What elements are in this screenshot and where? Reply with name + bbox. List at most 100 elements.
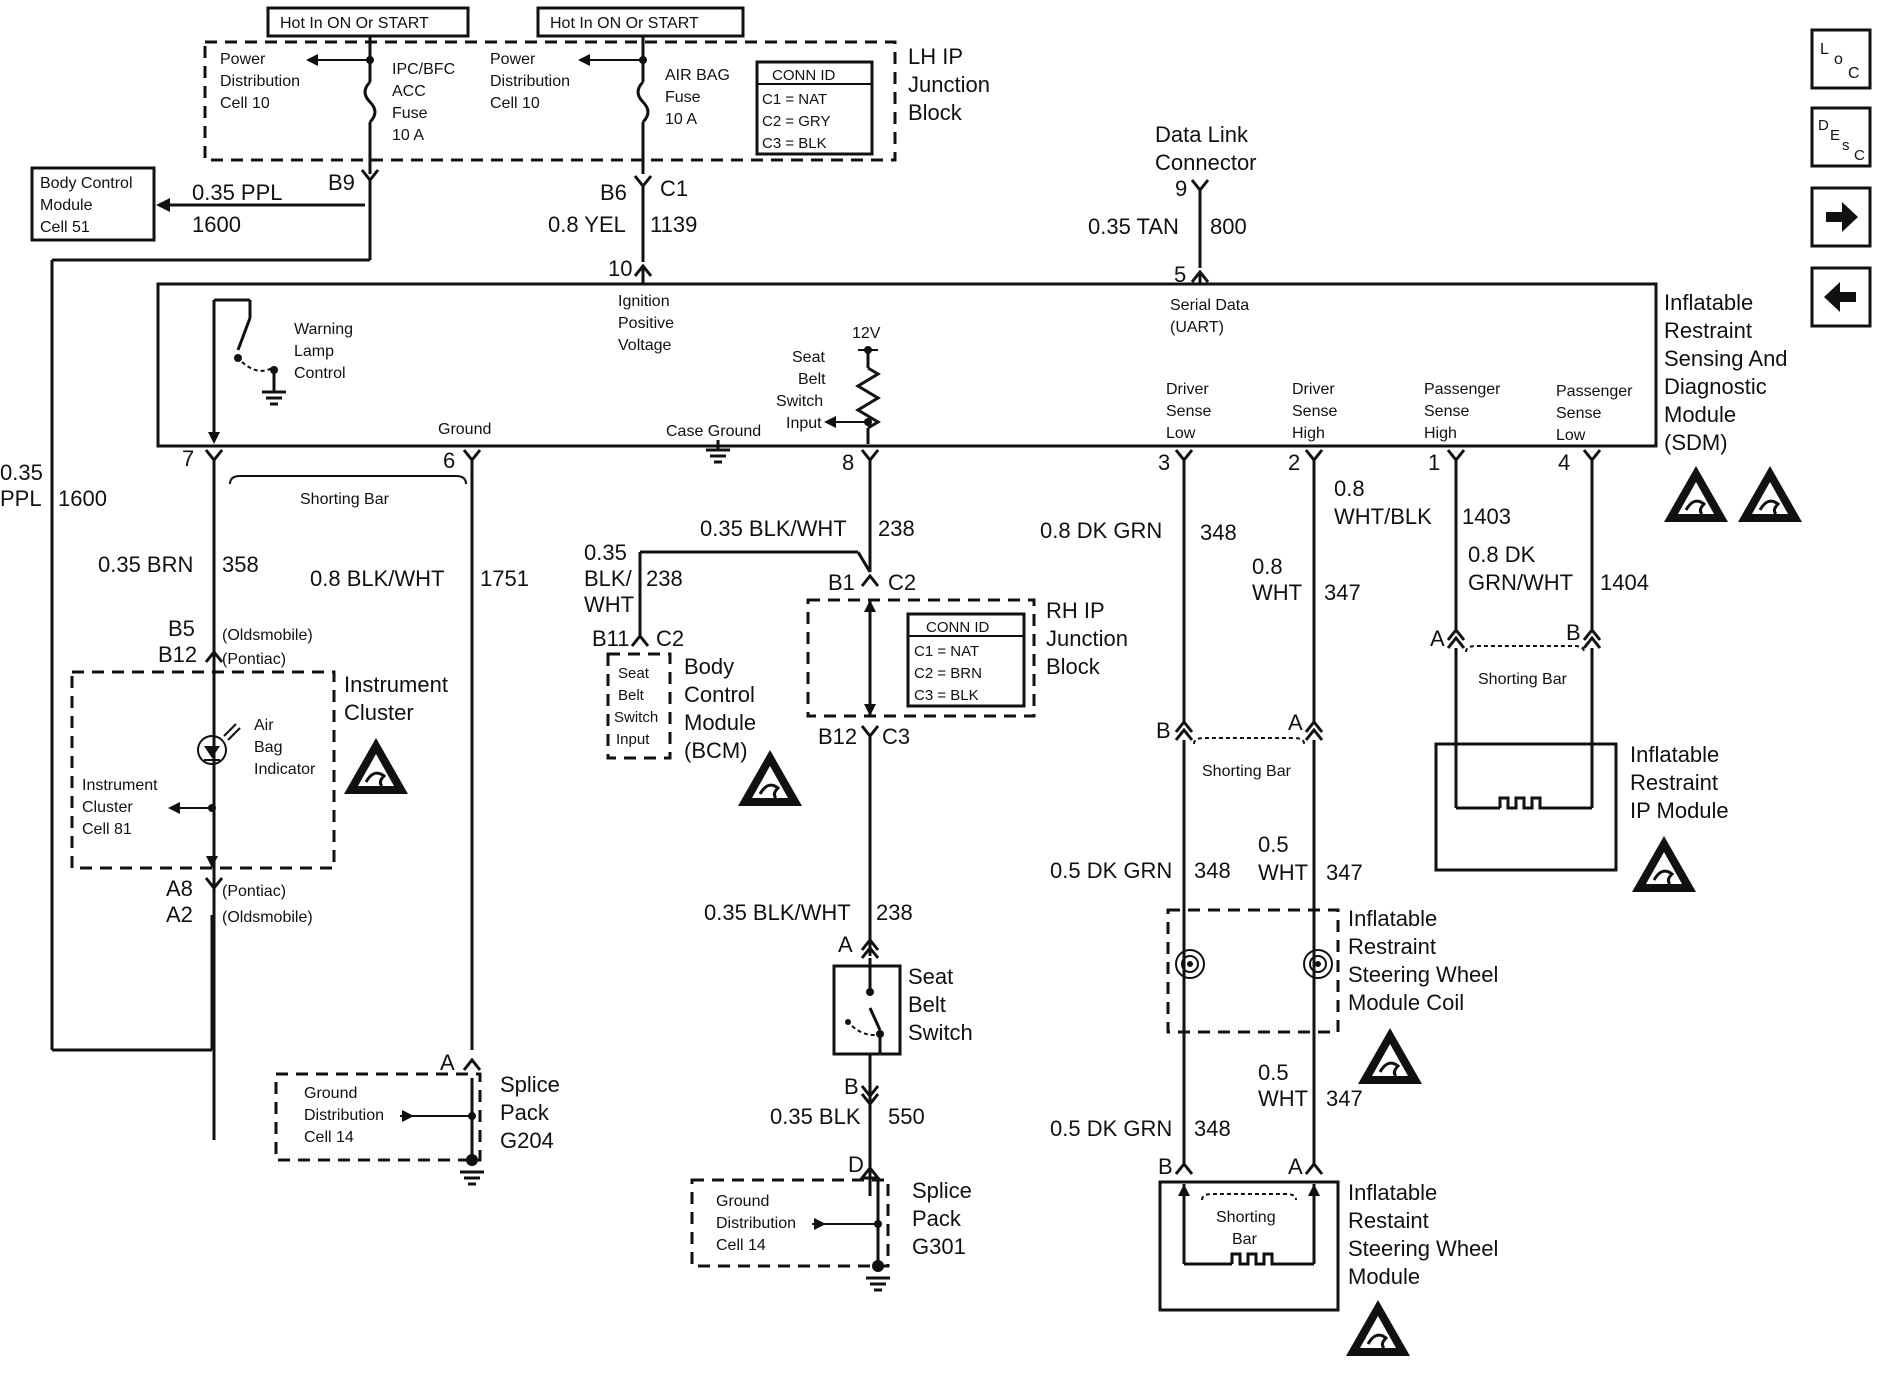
svg-text:Instrument: Instrument xyxy=(344,672,448,697)
svg-text:B: B xyxy=(844,1074,859,1099)
svg-text:0.5: 0.5 xyxy=(1258,1060,1289,1085)
svg-text:C: C xyxy=(1854,147,1865,164)
svg-text:Inflatable: Inflatable xyxy=(1348,906,1437,931)
svg-text:Fuse: Fuse xyxy=(665,89,701,106)
svg-text:BLK/: BLK/ xyxy=(584,566,633,591)
svg-text:Input: Input xyxy=(616,731,650,748)
desc-button[interactable]: D E s C xyxy=(1810,106,1872,168)
svg-text:A: A xyxy=(440,1050,455,1075)
svg-text:1404: 1404 xyxy=(1600,570,1649,595)
svg-text:LH IP: LH IP xyxy=(908,44,963,69)
svg-text:10 A: 10 A xyxy=(665,111,697,128)
svg-text:C2: C2 xyxy=(656,626,684,651)
svg-text:Cell 51: Cell 51 xyxy=(40,219,90,236)
svg-text:238: 238 xyxy=(876,900,913,925)
svg-text:Bag: Bag xyxy=(254,739,282,756)
svg-text:Steering Wheel: Steering Wheel xyxy=(1348,962,1498,987)
svg-text:5: 5 xyxy=(1174,262,1186,287)
svg-text:Low: Low xyxy=(1556,427,1586,444)
svg-text:B12: B12 xyxy=(158,642,197,667)
svg-text:Ground: Ground xyxy=(304,1085,357,1102)
svg-text:(SDM): (SDM) xyxy=(1664,430,1728,455)
svg-text:0.35 BLK/WHT: 0.35 BLK/WHT xyxy=(700,516,847,541)
svg-text:Body Control: Body Control xyxy=(40,175,133,192)
svg-text:High: High xyxy=(1292,425,1325,442)
svg-text:7: 7 xyxy=(182,446,194,471)
svg-text:800: 800 xyxy=(1210,214,1247,239)
svg-text:o: o xyxy=(1834,51,1843,68)
next-page-button[interactable] xyxy=(1810,186,1872,248)
svg-text:Body: Body xyxy=(684,654,734,679)
esd-warning-icon xyxy=(1662,464,1730,524)
svg-text:AIR BAG: AIR BAG xyxy=(665,67,730,84)
svg-text:Cell 14: Cell 14 xyxy=(304,1129,354,1146)
svg-text:(Pontiac): (Pontiac) xyxy=(222,883,286,900)
svg-text:0.35 BLK/WHT: 0.35 BLK/WHT xyxy=(704,900,851,925)
svg-text:Pack: Pack xyxy=(500,1100,550,1125)
ip-module-box xyxy=(1434,742,1618,872)
svg-text:Instrument: Instrument xyxy=(82,777,158,794)
svg-text:Ignition: Ignition xyxy=(618,293,670,310)
svg-text:B9: B9 xyxy=(328,170,355,195)
svg-text:Lamp: Lamp xyxy=(294,343,334,360)
svg-text:Passenger: Passenger xyxy=(1424,381,1501,398)
splice-pack-g204 xyxy=(274,1072,482,1162)
svg-text:E: E xyxy=(1830,127,1840,144)
conn-id-table-lh xyxy=(755,60,874,156)
svg-text:Shorting Bar: Shorting Bar xyxy=(1202,763,1292,780)
svg-text:WHT: WHT xyxy=(584,592,634,617)
svg-text:0.8 DK: 0.8 DK xyxy=(1468,542,1536,567)
svg-text:Sense: Sense xyxy=(1292,403,1337,420)
svg-text:A: A xyxy=(1288,710,1303,735)
prev-page-button[interactable] xyxy=(1810,266,1872,328)
svg-text:Distribution: Distribution xyxy=(490,73,570,90)
svg-text:(UART): (UART) xyxy=(1170,319,1224,336)
svg-text:Shorting: Shorting xyxy=(1216,1209,1276,1226)
svg-text:C3 = BLK: C3 = BLK xyxy=(762,135,827,152)
hot-in-label-2 xyxy=(536,6,745,38)
svg-text:IPC/BFC: IPC/BFC xyxy=(392,61,455,78)
svg-text:Sense: Sense xyxy=(1424,403,1469,420)
loc-button[interactable]: L o C xyxy=(1810,28,1872,90)
svg-text:(Oldsmobile): (Oldsmobile) xyxy=(222,627,313,644)
svg-text:Module: Module xyxy=(1664,402,1736,427)
svg-text:A8: A8 xyxy=(166,876,193,901)
svg-text:B: B xyxy=(1158,1154,1173,1179)
svg-text:347: 347 xyxy=(1326,860,1363,885)
svg-text:Cluster: Cluster xyxy=(344,700,414,725)
svg-text:Cell 10: Cell 10 xyxy=(220,95,270,112)
svg-text:G204: G204 xyxy=(500,1128,554,1153)
svg-text:WHT: WHT xyxy=(1252,580,1302,605)
svg-text:8: 8 xyxy=(842,450,854,475)
svg-text:Input: Input xyxy=(786,415,822,432)
svg-text:Block: Block xyxy=(1046,654,1101,679)
svg-text:C2 = BRN: C2 = BRN xyxy=(914,665,982,682)
svg-text:9: 9 xyxy=(1175,176,1187,201)
svg-text:Inflatable: Inflatable xyxy=(1630,742,1719,767)
svg-text:Block: Block xyxy=(908,100,963,125)
svg-text:Restaint: Restaint xyxy=(1348,1208,1429,1233)
svg-text:Inflatable: Inflatable xyxy=(1664,290,1753,315)
bcm-esd-warning-icon xyxy=(736,748,804,808)
svg-text:0.35: 0.35 xyxy=(0,460,43,485)
svg-text:A: A xyxy=(838,932,853,957)
svg-text:1139: 1139 xyxy=(650,212,697,237)
hot-in-label-1 xyxy=(266,6,470,38)
svg-text:Cell 10: Cell 10 xyxy=(490,95,540,112)
svg-text:Restraint: Restraint xyxy=(1348,934,1436,959)
svg-text:C3 = BLK: C3 = BLK xyxy=(914,687,979,704)
svg-text:0.35 PPL: 0.35 PPL xyxy=(192,180,283,205)
svg-text:0.35 TAN: 0.35 TAN xyxy=(1088,214,1179,239)
svg-text:B6: B6 xyxy=(600,180,627,205)
svg-text:Belt: Belt xyxy=(908,992,946,1017)
svg-text:347: 347 xyxy=(1324,580,1361,605)
hot-in-text-2: Hot In ON Or START xyxy=(550,15,699,32)
svg-text:238: 238 xyxy=(646,566,683,591)
arrow-left-icon xyxy=(1824,282,1856,312)
svg-text:C2 = GRY: C2 = GRY xyxy=(762,113,831,130)
svg-text:Splice: Splice xyxy=(912,1178,972,1203)
svg-text:Connector: Connector xyxy=(1155,150,1257,175)
svg-text:0.8 DK GRN: 0.8 DK GRN xyxy=(1040,518,1162,543)
svg-text:347: 347 xyxy=(1326,1086,1363,1111)
